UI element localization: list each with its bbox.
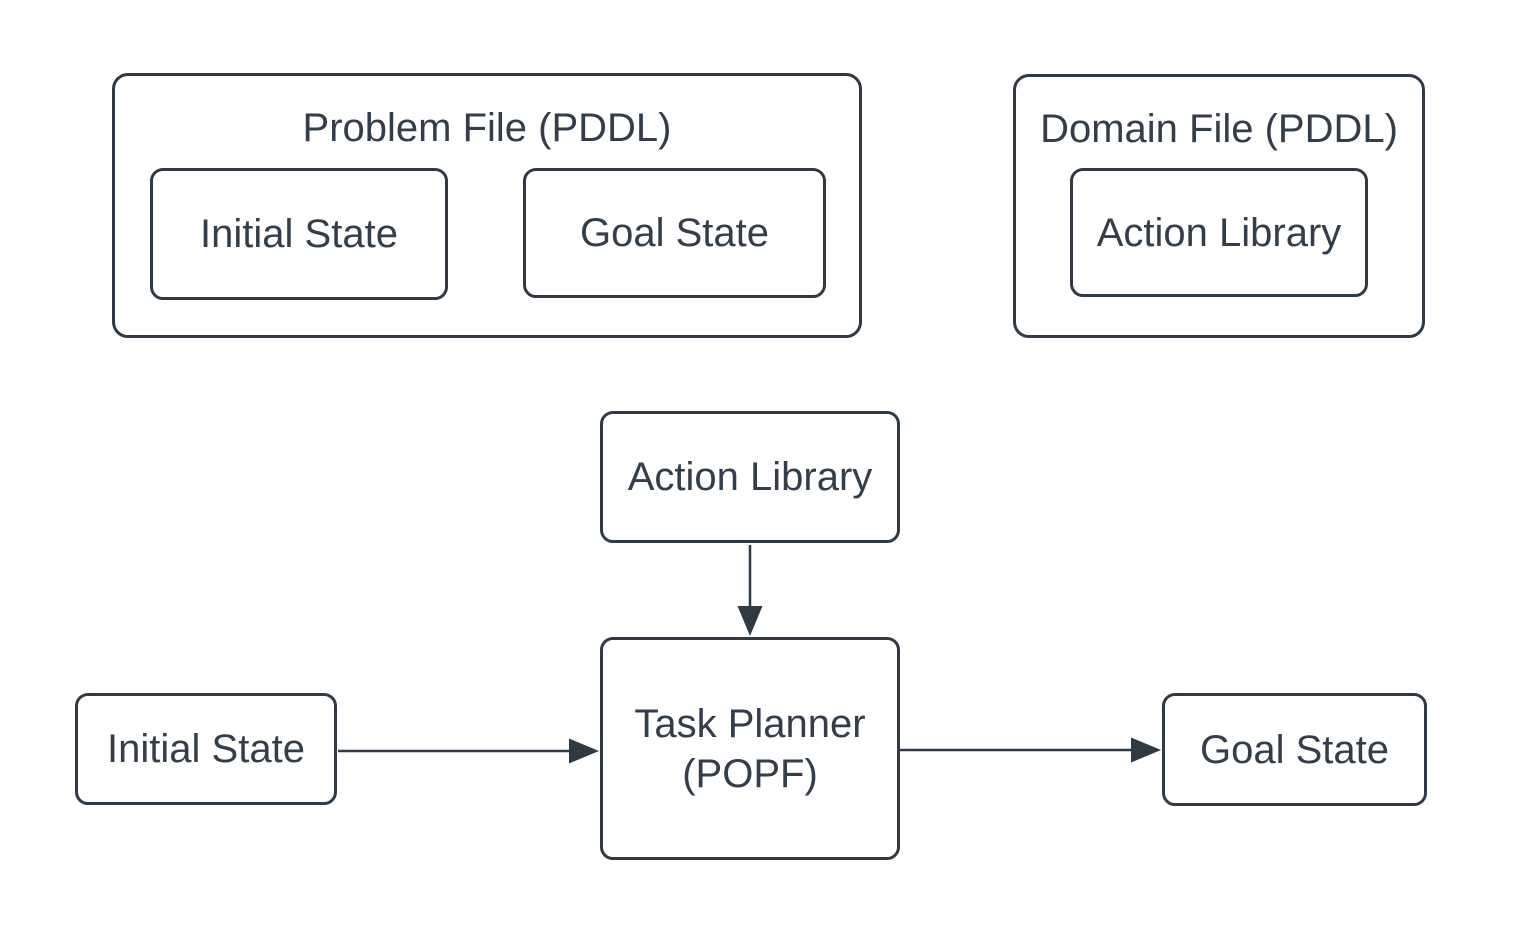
arrow-right-head-icon xyxy=(1131,737,1161,763)
problem-file-initial-state-label: Initial State xyxy=(200,212,398,256)
initial-state-label: Initial State xyxy=(107,727,305,771)
domain-file-title: Domain File (PDDL) xyxy=(1040,107,1398,151)
arrow-down-head-icon xyxy=(737,606,763,636)
goal-state-node: Goal State xyxy=(1162,693,1427,806)
task-planner-node: Task Planner (POPF) xyxy=(600,637,900,860)
action-library-label: Action Library xyxy=(627,455,873,499)
arrow-initial-state-to-task-planner xyxy=(338,738,599,764)
action-library-node: Action Library xyxy=(600,411,900,543)
initial-state-node: Initial State xyxy=(75,693,337,805)
domain-file-action-library-label: Action Library xyxy=(1096,210,1342,255)
task-planner-label-line1: Task Planner xyxy=(634,701,866,746)
task-planner-label: Task Planner (POPF) xyxy=(634,699,865,799)
arrow-action-library-to-task-planner xyxy=(737,545,763,636)
problem-file-title: Problem File (PDDL) xyxy=(302,106,672,150)
arrow-task-planner-to-goal-state xyxy=(900,737,1161,763)
problem-file-goal-state-label: Goal State xyxy=(579,211,769,255)
domain-file-action-library-box: Action Library xyxy=(1070,168,1368,297)
problem-file-goal-state-box: Goal State xyxy=(523,168,826,298)
task-planner-label-line2: (POPF) xyxy=(682,751,818,796)
problem-file-initial-state-box: Initial State xyxy=(150,168,448,300)
arrow-right-head-icon xyxy=(569,738,599,764)
goal-state-label: Goal State xyxy=(1199,727,1389,772)
